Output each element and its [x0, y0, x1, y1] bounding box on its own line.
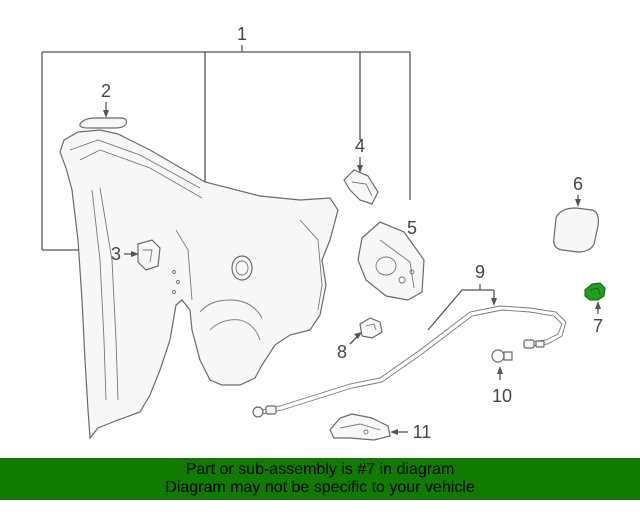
info-banner: Part or sub-assembly is #7 in diagram Di…: [0, 458, 640, 500]
part-4-bracket: [343, 157, 379, 205]
part-11-opener: [329, 413, 408, 441]
callout-8: 8: [337, 342, 347, 362]
callout-7: 7: [593, 316, 603, 336]
callout-11: 11: [413, 422, 432, 442]
callout-1: 1: [237, 24, 247, 44]
callout-2: 2: [101, 81, 111, 101]
part-6-fuel-door: [553, 195, 599, 253]
part-8-clip: [349, 317, 383, 345]
part-3-bracket: [124, 239, 161, 271]
part-2-trim-strip: [79, 102, 128, 129]
part-9-release-cable: [252, 284, 567, 418]
banner-line-1: Part or sub-assembly is #7 in diagram: [185, 461, 455, 478]
part-1-quarter-panel: [59, 129, 339, 440]
part-7-highlighted: [584, 282, 606, 314]
callout-9: 9: [475, 262, 485, 282]
callout-6: 6: [573, 174, 583, 194]
callout-3: 3: [111, 244, 121, 264]
part-10-grommet: [491, 349, 513, 380]
callout-10: 10: [492, 386, 512, 406]
parts-diagram: 1 2 3 4 5: [41, 24, 606, 442]
callout-5: 5: [407, 218, 417, 238]
callout-4: 4: [355, 136, 365, 156]
part-5-fuel-pocket: [357, 221, 425, 301]
banner-line-2: Diagram may not be specific to your vehi…: [165, 479, 475, 496]
